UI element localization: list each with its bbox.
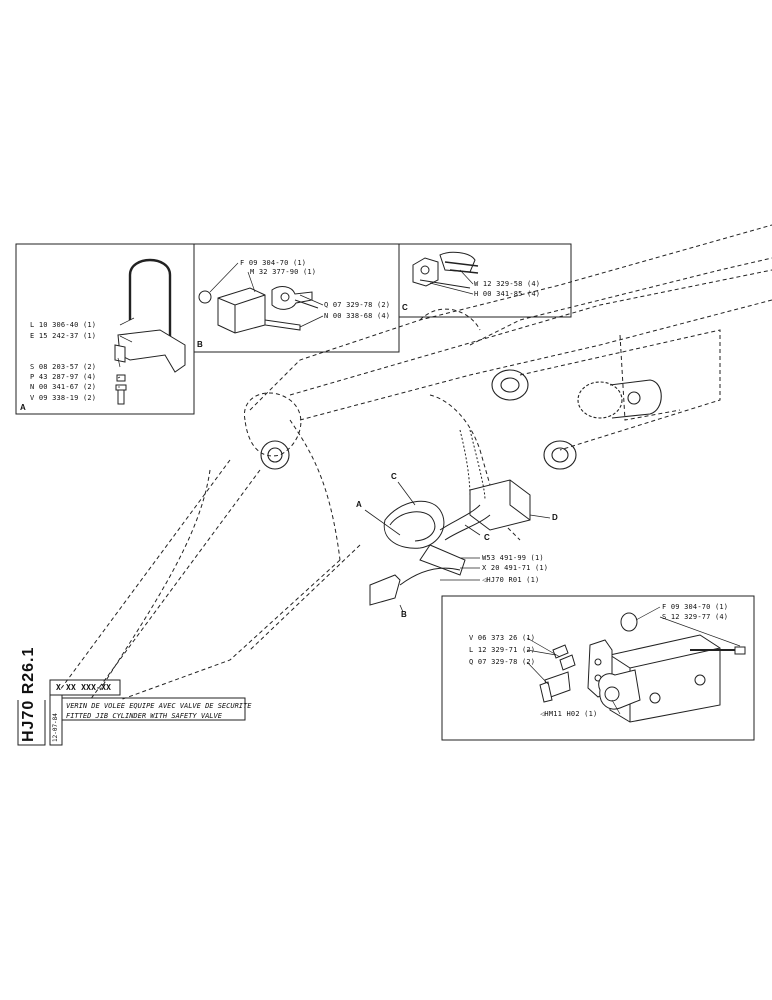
callout-b: B	[401, 610, 407, 619]
sheet-ref: X XX XXX-XX	[56, 683, 112, 692]
detail-frames	[15, 243, 755, 746]
hose-assembly	[369, 429, 531, 606]
part-label-a3: S 08 203-57 (2)	[30, 363, 97, 371]
detail-b-drawing	[198, 286, 319, 334]
part-label-hose2: X 20 491-71 (1)	[482, 564, 549, 572]
callout-a: A	[356, 500, 362, 509]
part-label-a5: N 00 341-67 (2)	[30, 383, 97, 391]
detail-a-drawing	[114, 258, 186, 405]
detail-c-frame	[398, 243, 572, 318]
boom-outline	[59, 224, 772, 701]
callout-c-lower: C	[484, 533, 490, 542]
title-frame	[62, 697, 246, 721]
part-label-b1: F 09 304-70 (1)	[240, 259, 307, 267]
part-label-v2: S 12 329-77 (4)	[662, 613, 729, 621]
part-label-v3: V 06 373 26 (1)	[469, 634, 536, 642]
part-label-hose1: W53 491-99 (1)	[482, 554, 544, 562]
leader-lines	[364, 481, 551, 613]
valve-detail-frame	[441, 595, 755, 741]
sheet-date: 12-07-84	[52, 713, 59, 742]
callout-d: D	[552, 513, 558, 522]
sheet-code: HJ70 R26.1	[20, 646, 37, 742]
title-french: VERIN DE VOLEE EQUIPE AVEC VALVE DE SECU…	[66, 702, 252, 710]
part-label-c1: W 12 329-58 (4)	[474, 280, 541, 288]
sheet-code-frame	[17, 700, 46, 746]
part-label-a1: L 10 306-40 (1)	[30, 321, 97, 329]
part-label-b4: N 00 338-68 (4)	[324, 312, 391, 320]
title-english: FITTED JIB CYLINDER WITH SAFETY VALVE	[66, 712, 222, 720]
part-label-b3: Q 07 329-78 (2)	[324, 301, 391, 309]
part-label-hj70-r01: ◁HJ70 R01 (1)	[482, 576, 540, 584]
part-label-v1: F 09 304-70 (1)	[662, 603, 729, 611]
part-label-v5: Q 07 329-78 (2)	[469, 658, 536, 666]
part-label-hm11: ◁HM11 H02 (1)	[540, 710, 598, 718]
detail-c-drawing	[412, 251, 479, 289]
part-label-a6: V 09 338-19 (2)	[30, 394, 97, 402]
part-label-v4: L 12 329-71 (2)	[469, 646, 536, 654]
part-label-b2: M 32 377-90 (1)	[250, 268, 317, 276]
part-label-a4: P 43 287-97 (4)	[30, 373, 97, 381]
callout-c-upper: C	[391, 472, 397, 481]
detail-leaders	[117, 262, 741, 715]
part-label-c2: H 00 341-85 (4)	[474, 290, 541, 298]
detail-c-letter: C	[402, 303, 408, 312]
title-ref-frame	[49, 679, 121, 696]
pivot-pins	[260, 369, 662, 470]
valve-detail-drawing	[539, 612, 746, 723]
detail-b-letter: B	[197, 340, 203, 349]
detail-a-letter: A	[20, 403, 26, 412]
part-label-a2: E 15 242-37 (1)	[30, 332, 97, 340]
